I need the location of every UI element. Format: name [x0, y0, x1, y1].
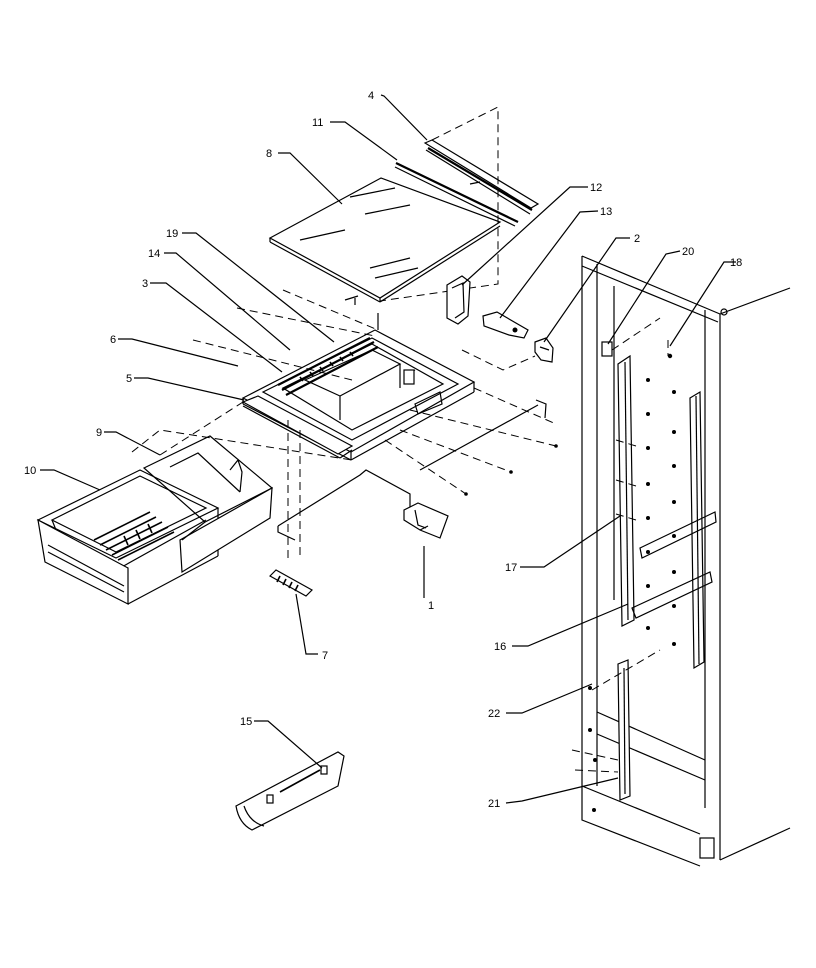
label-part-4: 4 [368, 90, 374, 102]
lower-rail-part-21 [617, 659, 631, 801]
clip-part-7 [269, 569, 313, 597]
label-part-3: 3 [142, 278, 148, 290]
crisper-cover-frame [241, 295, 476, 461]
label-part-2: 2 [634, 233, 640, 245]
bracket-part-13 [482, 311, 529, 339]
shelf-ladder-left [617, 354, 635, 627]
bracket-part-2 [534, 337, 554, 363]
shelf-rail-part-4 [423, 139, 540, 215]
label-part-1: 1 [428, 600, 434, 612]
label-part-19: 19 [166, 228, 178, 240]
label-part-20: 20 [682, 246, 694, 258]
label-part-7: 7 [322, 650, 328, 662]
front-rail-part-5 [241, 395, 354, 459]
label-part-5: 5 [126, 373, 132, 385]
bracket-part-12 [446, 275, 471, 325]
label-part-21: 21 [488, 798, 500, 810]
label-part-15: 15 [240, 716, 252, 728]
shelf-ladder-right [689, 390, 705, 670]
label-part-22: 22 [488, 708, 500, 720]
label-part-14: 14 [148, 248, 160, 260]
label-part-17: 17 [505, 562, 517, 574]
label-part-13: 13 [600, 206, 612, 218]
support-frame-part-1 [277, 469, 449, 541]
crisper-drawer-part-10 [36, 469, 220, 605]
door-bin-part-15 [235, 751, 345, 831]
callout-labels: 4 11 8 12 13 2 20 18 19 14 3 6 5 9 10 1 … [24, 90, 742, 810]
label-part-8: 8 [266, 148, 272, 160]
glass-shelf-part [268, 177, 502, 303]
leader-lines [40, 94, 736, 804]
shelf-rail-part-11 [394, 162, 519, 227]
crisper-drawer-part-9 [142, 435, 274, 574]
label-part-10: 10 [24, 465, 36, 477]
label-part-9: 9 [96, 427, 102, 439]
label-part-12: 12 [590, 182, 602, 194]
label-part-18: 18 [730, 257, 742, 269]
screw-array [588, 353, 676, 812]
label-part-11: 11 [312, 117, 323, 129]
label-part-6: 6 [110, 334, 116, 346]
label-part-16: 16 [494, 641, 506, 653]
mounting-bracket-part-20 [601, 341, 613, 357]
cabinet-side-panel [581, 255, 791, 867]
